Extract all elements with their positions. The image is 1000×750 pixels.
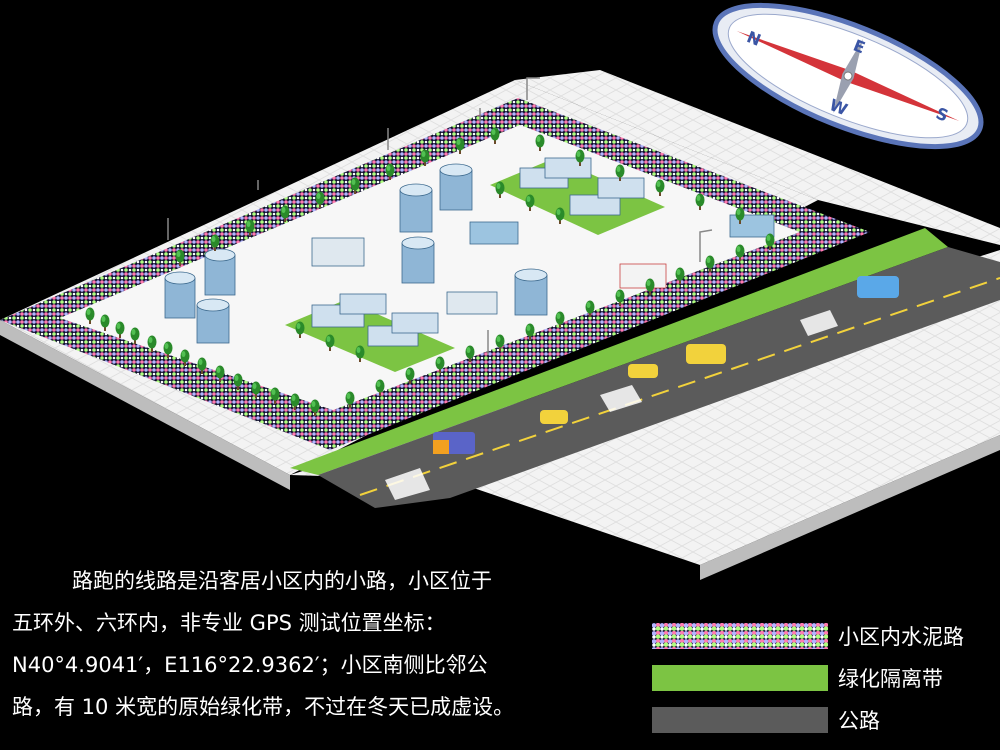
community-path <box>0 98 870 450</box>
greenbelt <box>290 228 948 475</box>
caption-line-2: 五环外、六环内，非专业 GPS 测试位置坐标： <box>12 611 446 635</box>
buildings <box>164 157 775 347</box>
compass-letter-w: W <box>827 95 851 119</box>
legend-swatch-greenbelt <box>652 665 828 691</box>
legend-item-road: 公路 <box>652 701 964 739</box>
caption-line-4: 路，有 10 米宽的原始绿化带，不过在冬天已成虚设。 <box>12 695 515 719</box>
highway <box>318 247 1000 508</box>
legend-item-path: 小区内水泥路 <box>652 617 964 655</box>
tower-2 <box>204 248 236 296</box>
truck <box>433 432 475 454</box>
legend-swatch-road <box>652 707 828 733</box>
description-caption: 路跑的线路是沿客居小区内的小路，小区位于 五环外、六环内，非专业 GPS 测试位… <box>12 560 652 728</box>
map-legend: 小区内水泥路 绿化隔离带 公路 <box>652 617 964 743</box>
legend-label-greenbelt: 绿化隔离带 <box>838 667 943 691</box>
tower-3 <box>196 298 230 344</box>
tower-7 <box>514 268 548 316</box>
compass-icon: N E S W <box>712 2 984 150</box>
bus-blue <box>857 276 899 298</box>
car-2 <box>628 364 658 378</box>
street-lamps <box>167 77 713 355</box>
legend-swatch-path <box>652 623 828 649</box>
vehicles <box>433 276 899 454</box>
caption-line-1: 路跑的线路是沿客居小区内的小路，小区位于 <box>72 569 492 593</box>
bus-yellow <box>686 344 726 364</box>
tower-1 <box>164 271 196 319</box>
tower-4 <box>399 183 433 233</box>
caption-line-3: N40°4.9041′，E116°22.9362′；小区南侧比邻公 <box>12 653 488 677</box>
tower-6 <box>401 236 435 284</box>
tower-5 <box>439 163 473 211</box>
car-1 <box>540 410 568 424</box>
legend-label-path: 小区内水泥路 <box>838 625 964 649</box>
legend-item-greenbelt: 绿化隔离带 <box>652 659 964 697</box>
compass-letter-n: N <box>744 27 764 50</box>
legend-label-road: 公路 <box>838 709 880 733</box>
